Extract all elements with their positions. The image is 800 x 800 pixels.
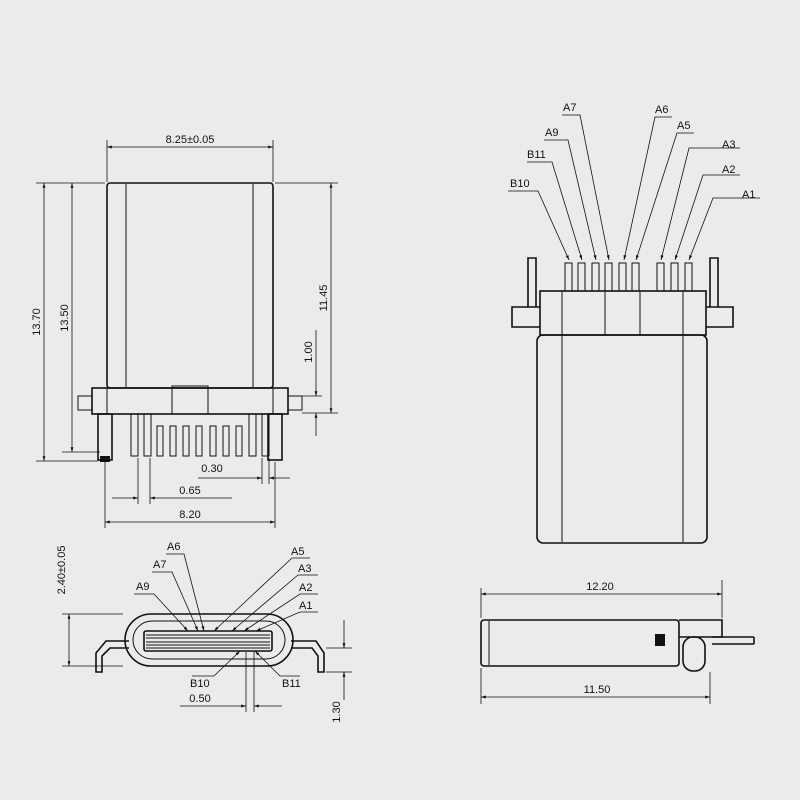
dim-pin-pitch: 0.65 [179, 485, 200, 497]
dim-height-total: 13.70 [31, 308, 43, 336]
rear-pin-label-a1: A1 [742, 189, 755, 201]
dim-pin-width: 0.30 [201, 463, 222, 475]
dim-length-shell: 11.50 [584, 684, 611, 696]
dim-height-body: 13.50 [59, 304, 71, 332]
rear-pin-label-b10: B10 [510, 178, 530, 190]
rear-pin-label-a6: A6 [655, 104, 668, 116]
dim-front-height: 2.40±0.05 [56, 546, 68, 595]
front-pin-label-a9: A9 [136, 581, 149, 593]
rear-pin-label-b11: B11 [527, 149, 546, 161]
front-view-contacts [146, 634, 270, 649]
dim-height-shell: 11.45 [318, 285, 330, 312]
front-pin-label-a5: A5 [291, 546, 304, 558]
rear-pin-label-a3: A3 [722, 139, 735, 151]
front-pin-label-a7: A7 [153, 559, 166, 571]
front-pin-label-b10: B10 [190, 678, 210, 690]
dim-front-depth: 1.30 [331, 701, 343, 722]
rear-pin-label-a9: A9 [545, 127, 558, 139]
top-view: 8.25±0.05 13.70 13.50 11.45 1.00 0.30 0.… [31, 134, 338, 528]
side-view: 12.20 11.50 [480, 580, 755, 704]
rear-pin-label-a7: A7 [563, 102, 576, 114]
dim-length-total: 12.20 [586, 581, 614, 593]
top-view-pins [130, 413, 270, 457]
dim-width-top: 8.25±0.05 [166, 134, 215, 146]
front-view: 2.40±0.05 A6 A5 A7 A3 A9 A2 A1 B10 B11 0… [56, 541, 352, 723]
dim-front-pitch: 0.50 [189, 693, 210, 705]
front-pin-label-a1: A1 [299, 600, 312, 612]
dim-tab-height: 1.00 [303, 341, 315, 362]
rear-view: A7 A6 A9 A5 B11 A3 B10 A2 A1 [508, 102, 760, 544]
front-pin-label-a3: A3 [298, 563, 311, 575]
rear-view-pins [564, 262, 693, 292]
dim-width-bottom: 8.20 [179, 509, 200, 521]
rear-view-leaders [508, 114, 760, 261]
front-pin-label-b11: B11 [282, 678, 301, 690]
rear-pin-label-a5: A5 [677, 120, 690, 132]
front-pin-label-a6: A6 [167, 541, 180, 553]
rear-pin-label-a2: A2 [722, 164, 735, 176]
front-pin-label-a2: A2 [299, 582, 312, 594]
